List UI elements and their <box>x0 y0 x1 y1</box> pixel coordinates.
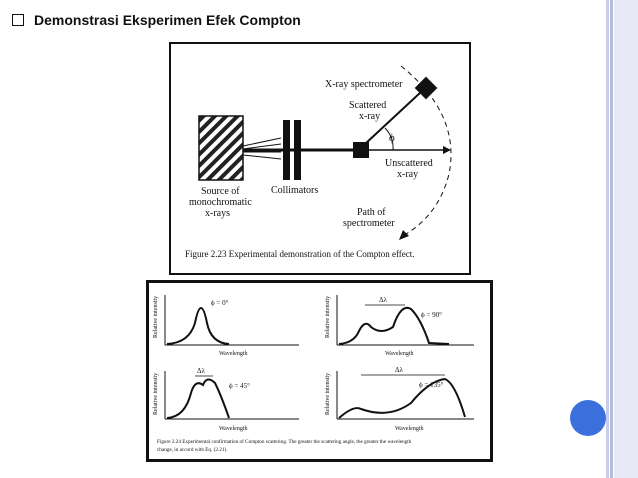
panel-ylabel: Relative intensity <box>153 373 159 415</box>
intensity-curve <box>338 377 466 419</box>
figure2-caption-line2: change, in accord with Eq. (2.21). <box>157 446 227 453</box>
panel-phi-90: Relative intensity Δλ ϕ = 90° Wavelength <box>325 295 474 357</box>
checkbox-bullet-icon <box>12 14 24 26</box>
arrowhead-icon <box>443 146 451 154</box>
right-decor-band <box>614 0 638 478</box>
label-spectrometer: X-ray spectrometer <box>325 79 403 90</box>
label-phi: ϕ <box>389 132 395 144</box>
panel-ylabel: Relative intensity <box>153 296 159 338</box>
panel-delta-label: Δλ <box>197 367 206 375</box>
panel-phi-135: Relative intensity Δλ ϕ = 135° Wavelengt… <box>325 366 474 432</box>
label-spectrometer-path: spectrometer <box>343 218 395 229</box>
label-monochromatic: monochromatic <box>189 197 252 208</box>
xray-source-block <box>198 115 244 181</box>
panel-delta-label: Δλ <box>379 296 388 304</box>
angle-arc <box>384 127 394 151</box>
label-collimators: Collimators <box>271 185 318 196</box>
right-decor-line-2 <box>610 0 613 478</box>
beam-ray <box>242 143 282 150</box>
panel-angle-label: ϕ = 90° <box>421 311 442 319</box>
compton-results-panels: Relative intensity ϕ = 0° Wavelength Rel… <box>153 295 474 453</box>
panel-phi-45: Relative intensity Δλ ϕ = 45° Wavelength <box>153 367 299 432</box>
slide-nav-circle[interactable] <box>570 400 606 436</box>
intensity-curve <box>166 378 230 419</box>
label-scattered-xray: x-ray <box>359 111 380 122</box>
scattered-ray <box>364 91 422 145</box>
compton-apparatus-diagram: X-ray spectrometer Scattered x-ray ϕ Uns… <box>185 65 452 259</box>
beam-ray <box>242 154 282 160</box>
panel-xlabel: Wavelength <box>395 426 424 432</box>
target-block <box>353 142 369 158</box>
panel-angle-label: ϕ = 135° <box>419 381 444 389</box>
panel-xlabel: Wavelength <box>219 351 248 357</box>
label-unscattered-xray: x-ray <box>397 169 418 180</box>
arrowhead-icon <box>399 230 409 240</box>
spectrometer-path <box>400 65 452 235</box>
panel-delta-label: Δλ <box>395 366 404 374</box>
label-xrays: x-rays <box>205 208 230 219</box>
panel-angle-label: ϕ = 45° <box>229 382 250 390</box>
panel-xlabel: Wavelength <box>385 351 414 357</box>
compton-results-figure: Relative intensity ϕ = 0° Wavelength Rel… <box>146 280 493 462</box>
label-source: Source of <box>201 186 240 197</box>
compton-apparatus-figure: X-ray spectrometer Scattered x-ray ϕ Uns… <box>169 42 471 275</box>
panel-xlabel: Wavelength <box>219 426 248 432</box>
right-decor-line <box>606 0 609 478</box>
figure2-caption-line1: Figure 2.24 Experimental confirmation of… <box>157 438 412 445</box>
intensity-curve <box>166 307 230 345</box>
slide-title: Demonstrasi Eksperimen Efek Compton <box>12 10 301 30</box>
beam-ray <box>242 137 282 147</box>
panel-ylabel: Relative intensity <box>325 373 331 415</box>
intensity-curve <box>338 306 450 345</box>
panel-angle-label: ϕ = 0° <box>211 299 229 307</box>
label-unscattered: Unscattered <box>385 158 433 169</box>
label-path-of: Path of <box>357 207 386 218</box>
figure1-caption: Figure 2.23 Experimental demonstration o… <box>185 249 415 259</box>
slide-title-text: Demonstrasi Eksperimen Efek Compton <box>34 12 301 28</box>
panel-ylabel: Relative intensity <box>325 296 331 338</box>
label-scattered: Scattered <box>349 100 386 111</box>
panel-phi-0: Relative intensity ϕ = 0° Wavelength <box>153 295 299 357</box>
